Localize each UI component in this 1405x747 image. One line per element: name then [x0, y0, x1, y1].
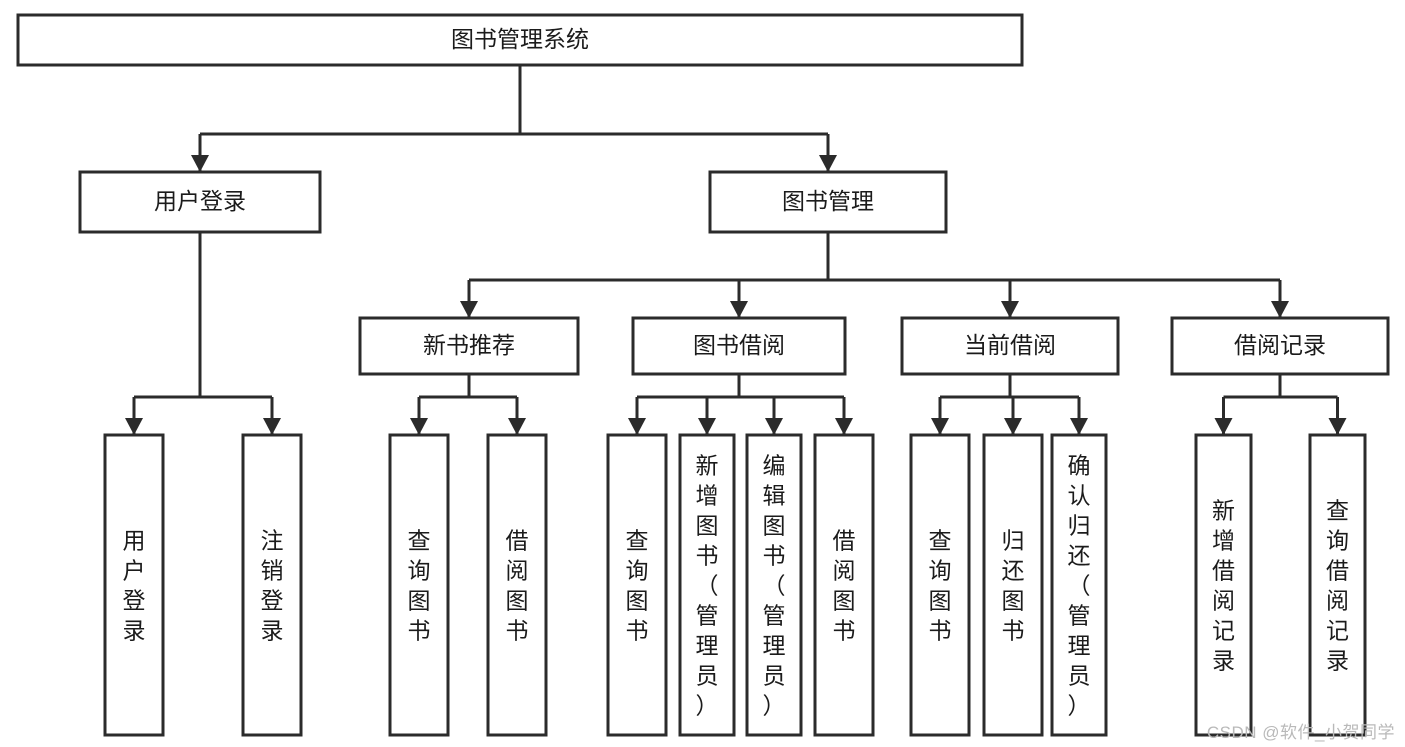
node-label: 新增借阅记录: [1212, 497, 1235, 673]
node-box: [78, 170, 322, 234]
node-leaf-user-login[interactable]: 用户登录: [103, 433, 165, 737]
edge-group-borrow-record: [1214, 374, 1347, 435]
node-label: 图书管理系统: [451, 26, 589, 52]
node-label: 用户登录: [154, 188, 246, 214]
node-leaf-user-logout[interactable]: 注销登录: [241, 433, 303, 737]
node-label: 新增图书（管理员）: [696, 452, 719, 718]
arrow-head-icon: [730, 301, 748, 318]
node-leaf-borrow-book[interactable]: 借阅图书: [813, 433, 875, 737]
node-label: 查询借阅记录: [1326, 497, 1349, 673]
node-leaf-add-book-admin[interactable]: 新增图书（管理员）: [678, 433, 736, 737]
node-leaf-query-borrow-record[interactable]: 查询借阅记录: [1308, 433, 1367, 737]
arrow-head-icon: [460, 301, 478, 318]
node-box: [16, 13, 1024, 67]
node-box: [900, 316, 1120, 376]
edge-group-book-manage: [460, 232, 1289, 318]
node-label: 查询图书: [626, 527, 649, 643]
node-book-manage[interactable]: 图书管理: [708, 170, 948, 234]
node-label: 查询图书: [408, 527, 431, 643]
arrow-head-icon: [1001, 301, 1019, 318]
node-leaf-add-borrow-record[interactable]: 新增借阅记录: [1194, 433, 1253, 737]
node-box: [982, 433, 1044, 737]
arrow-head-icon: [1328, 418, 1347, 435]
arrow-head-icon: [1214, 418, 1233, 435]
node-user-login[interactable]: 用户登录: [78, 170, 322, 234]
arrow-head-icon: [263, 418, 281, 435]
arrow-head-icon: [191, 155, 209, 172]
arrow-head-icon: [819, 155, 837, 172]
node-box: [606, 433, 668, 737]
node-label: 用户登录: [123, 527, 146, 643]
node-box: [1308, 433, 1367, 737]
arrow-head-icon: [931, 418, 949, 435]
node-book-borrow[interactable]: 图书借阅: [631, 316, 847, 376]
edge-group-book-borrow: [628, 374, 853, 435]
node-leaf-query-book-current[interactable]: 查询图书: [909, 433, 971, 737]
node-borrow-record[interactable]: 借阅记录: [1170, 316, 1390, 376]
arrow-head-icon: [698, 418, 716, 435]
node-new-book-rec[interactable]: 新书推荐: [358, 316, 580, 376]
node-label: 图书借阅: [693, 332, 785, 358]
node-label: 借阅图书: [833, 527, 856, 643]
node-box: [631, 316, 847, 376]
node-box: [708, 170, 948, 234]
node-label: 查询图书: [929, 527, 952, 643]
arrow-head-icon: [1004, 418, 1022, 435]
node-box: [388, 433, 450, 737]
node-box: [813, 433, 875, 737]
node-current-borrow[interactable]: 当前借阅: [900, 316, 1120, 376]
node-box: [486, 433, 548, 737]
node-leaf-edit-book-admin[interactable]: 编辑图书（管理员）: [745, 433, 803, 737]
node-label: 归还图书: [1002, 527, 1025, 643]
node-box: [1050, 433, 1108, 737]
node-label: 新书推荐: [423, 332, 515, 358]
node-layer: 图书管理系统用户登录图书管理新书推荐图书借阅当前借阅借阅记录用户登录注销登录查询…: [16, 13, 1390, 737]
arrow-head-icon: [125, 418, 143, 435]
node-leaf-confirm-return-admin[interactable]: 确认归还（管理员）: [1050, 433, 1108, 737]
edge-group-new-book-rec: [410, 374, 526, 435]
edge-group-root: [191, 65, 837, 172]
node-box: [103, 433, 165, 737]
arrow-head-icon: [835, 418, 853, 435]
node-label: 编辑图书（管理员）: [763, 452, 786, 718]
node-label: 图书管理: [782, 188, 874, 214]
arrow-head-icon: [1070, 418, 1088, 435]
node-leaf-query-book-rec[interactable]: 查询图书: [388, 433, 450, 737]
node-box: [909, 433, 971, 737]
node-box: [745, 433, 803, 737]
node-root[interactable]: 图书管理系统: [16, 13, 1024, 67]
node-leaf-borrow-book-rec[interactable]: 借阅图书: [486, 433, 548, 737]
node-box: [358, 316, 580, 376]
node-box: [678, 433, 736, 737]
node-label: 借阅图书: [506, 527, 529, 643]
node-box: [1194, 433, 1253, 737]
node-box: [1170, 316, 1390, 376]
node-label: 借阅记录: [1234, 332, 1326, 358]
arrow-head-icon: [508, 418, 526, 435]
node-label: 当前借阅: [964, 332, 1056, 358]
arrow-head-icon: [1271, 301, 1289, 318]
arrow-head-icon: [410, 418, 428, 435]
node-label: 注销登录: [261, 527, 284, 643]
arrow-head-icon: [765, 418, 783, 435]
edge-group-current-borrow: [931, 374, 1088, 435]
connector-layer: [125, 65, 1347, 435]
node-leaf-return-book[interactable]: 归还图书: [982, 433, 1044, 737]
node-box: [241, 433, 303, 737]
node-leaf-query-book-borrow[interactable]: 查询图书: [606, 433, 668, 737]
arrow-head-icon: [628, 418, 646, 435]
edge-group-user-login: [125, 232, 281, 435]
node-label: 确认归还（管理员）: [1068, 452, 1091, 718]
